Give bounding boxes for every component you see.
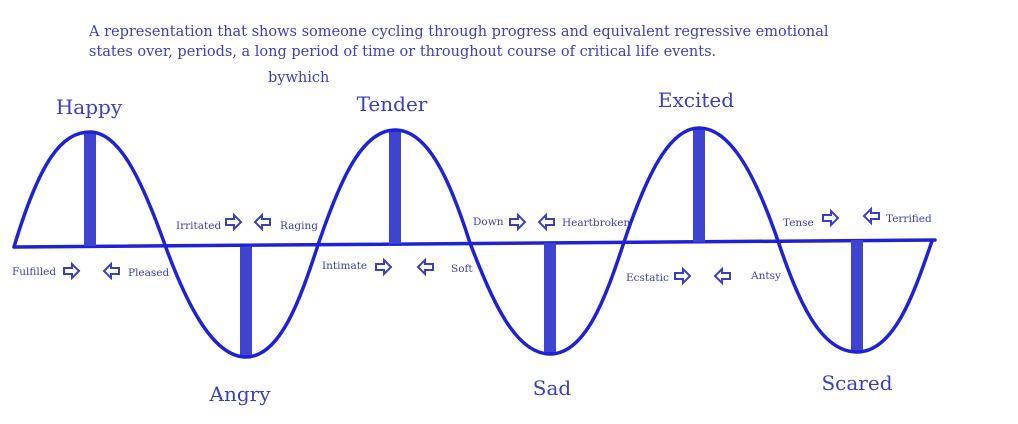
left-arrow-icon bbox=[713, 266, 731, 286]
transition-label-terrified: Terrified bbox=[886, 213, 932, 225]
peak-bar-tender bbox=[389, 130, 401, 244]
left-arrow-icon bbox=[102, 261, 120, 281]
right-arrow-icon bbox=[822, 208, 840, 228]
right-arrow-icon bbox=[674, 266, 692, 286]
peak-label-happy: Happy bbox=[56, 95, 123, 119]
transition-label-fulfilled: Fulfilled bbox=[12, 266, 56, 278]
transition-label-ecstatic: Ecstatic bbox=[626, 272, 669, 284]
transition-label-soft: Soft bbox=[451, 263, 473, 275]
trough-label-angry: Angry bbox=[209, 382, 272, 406]
peak-bar-happy bbox=[84, 132, 96, 246]
transition-tense-terrified: Tense Terrified bbox=[783, 206, 932, 229]
trough-bar-angry bbox=[240, 247, 252, 357]
transition-down-heartbroken: Down Heartbroken bbox=[473, 212, 631, 232]
transition-label-irritated: Irritated bbox=[176, 220, 221, 232]
transition-fulfilled-pleased: Fulfilled Pleased bbox=[12, 261, 169, 281]
description-byline: bywhich bbox=[268, 70, 329, 86]
left-arrow-icon bbox=[416, 257, 434, 277]
description-line-1: A representation that shows someone cycl… bbox=[88, 24, 829, 40]
transition-label-raging: Raging bbox=[280, 220, 318, 232]
transition-label-tense: Tense bbox=[783, 217, 814, 229]
left-arrow-icon bbox=[253, 212, 271, 232]
peak-label-excited: Excited bbox=[658, 88, 734, 112]
peak-label-tender: Tender bbox=[357, 92, 428, 116]
trough-bar-scared bbox=[851, 240, 863, 352]
emotion-wave bbox=[12, 126, 934, 359]
right-arrow-icon bbox=[509, 212, 527, 232]
peak-bar-excited bbox=[693, 128, 705, 242]
transition-label-pleased: Pleased bbox=[128, 267, 169, 279]
transition-label-intimate: Intimate bbox=[322, 260, 367, 272]
description-line-2: states over, periods, a long period of t… bbox=[89, 44, 716, 60]
transition-intimate-soft: Intimate Soft bbox=[322, 257, 473, 277]
left-arrow-icon bbox=[862, 206, 880, 226]
right-arrow-icon bbox=[375, 257, 393, 277]
trough-bar-sad bbox=[544, 243, 556, 354]
baseline-axis bbox=[12, 238, 937, 249]
left-arrow-icon bbox=[537, 212, 555, 232]
trough-label-scared: Scared bbox=[821, 371, 892, 395]
transition-label-antsy: Antsy bbox=[750, 270, 781, 282]
transition-ecstatic-antsy: Ecstatic Antsy bbox=[626, 266, 781, 286]
transition-label-down: Down bbox=[473, 216, 504, 228]
trough-label-sad: Sad bbox=[533, 376, 572, 400]
transition-label-heartbroken: Heartbroken bbox=[562, 217, 631, 229]
transition-irritated-raging: Irritated Raging bbox=[176, 212, 318, 232]
right-arrow-icon bbox=[225, 212, 243, 232]
right-arrow-icon bbox=[63, 261, 81, 281]
